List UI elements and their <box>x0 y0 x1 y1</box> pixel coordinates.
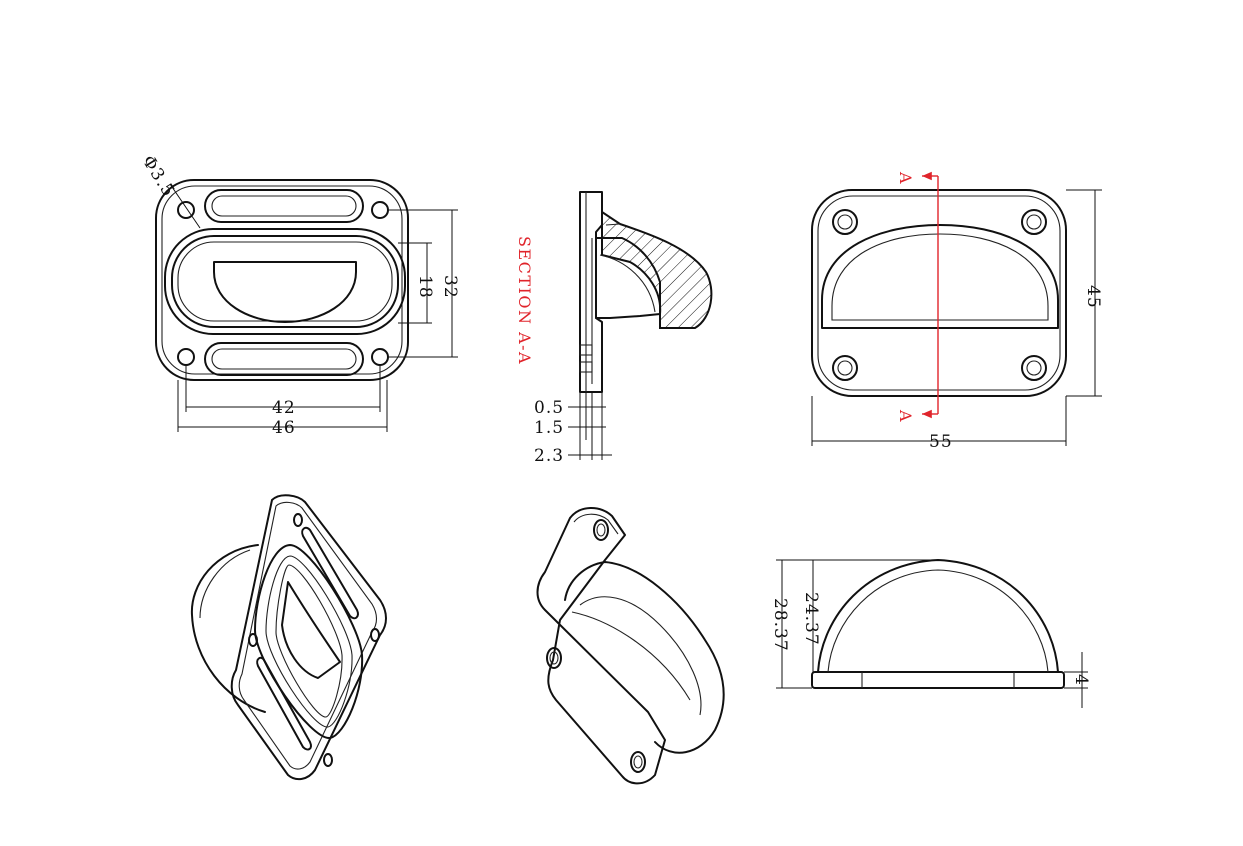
section-marker-top: A <box>896 171 915 185</box>
width-42-label: 42 <box>272 398 296 418</box>
top-view: A A 55 45 <box>811 171 1103 452</box>
height-24-37-label: 24.37 <box>801 592 821 646</box>
isometric-view-back <box>536 507 725 785</box>
isometric-view-front <box>190 494 387 781</box>
thickness-0-5-label: 0.5 <box>534 398 564 418</box>
front-view: Φ3.5 42 46 18 32 <box>138 152 460 438</box>
width-46-label: 46 <box>272 418 296 438</box>
section-marker-bottom: A <box>896 409 915 423</box>
section-view: SECTION A-A 0.5 1.5 2.3 <box>515 191 713 466</box>
base-thickness-label: 4 <box>1071 674 1091 686</box>
height-18-label: 18 <box>415 275 435 299</box>
side-view: 24.37 28.37 4 <box>770 559 1091 708</box>
thickness-2-3-label: 2.3 <box>534 446 564 466</box>
height-28-37-label: 28.37 <box>770 598 790 652</box>
mounting-hole <box>371 201 389 219</box>
width-55-label: 55 <box>929 432 953 452</box>
mounting-hole <box>371 348 389 366</box>
mounting-hole <box>177 348 195 366</box>
height-32-label: 32 <box>440 275 460 299</box>
mounting-hole <box>177 201 195 219</box>
height-45-label: 45 <box>1083 285 1103 309</box>
section-title: SECTION A-A <box>515 236 534 365</box>
hole-diameter-label: Φ3.5 <box>138 152 179 201</box>
thickness-1-5-label: 1.5 <box>534 418 564 438</box>
